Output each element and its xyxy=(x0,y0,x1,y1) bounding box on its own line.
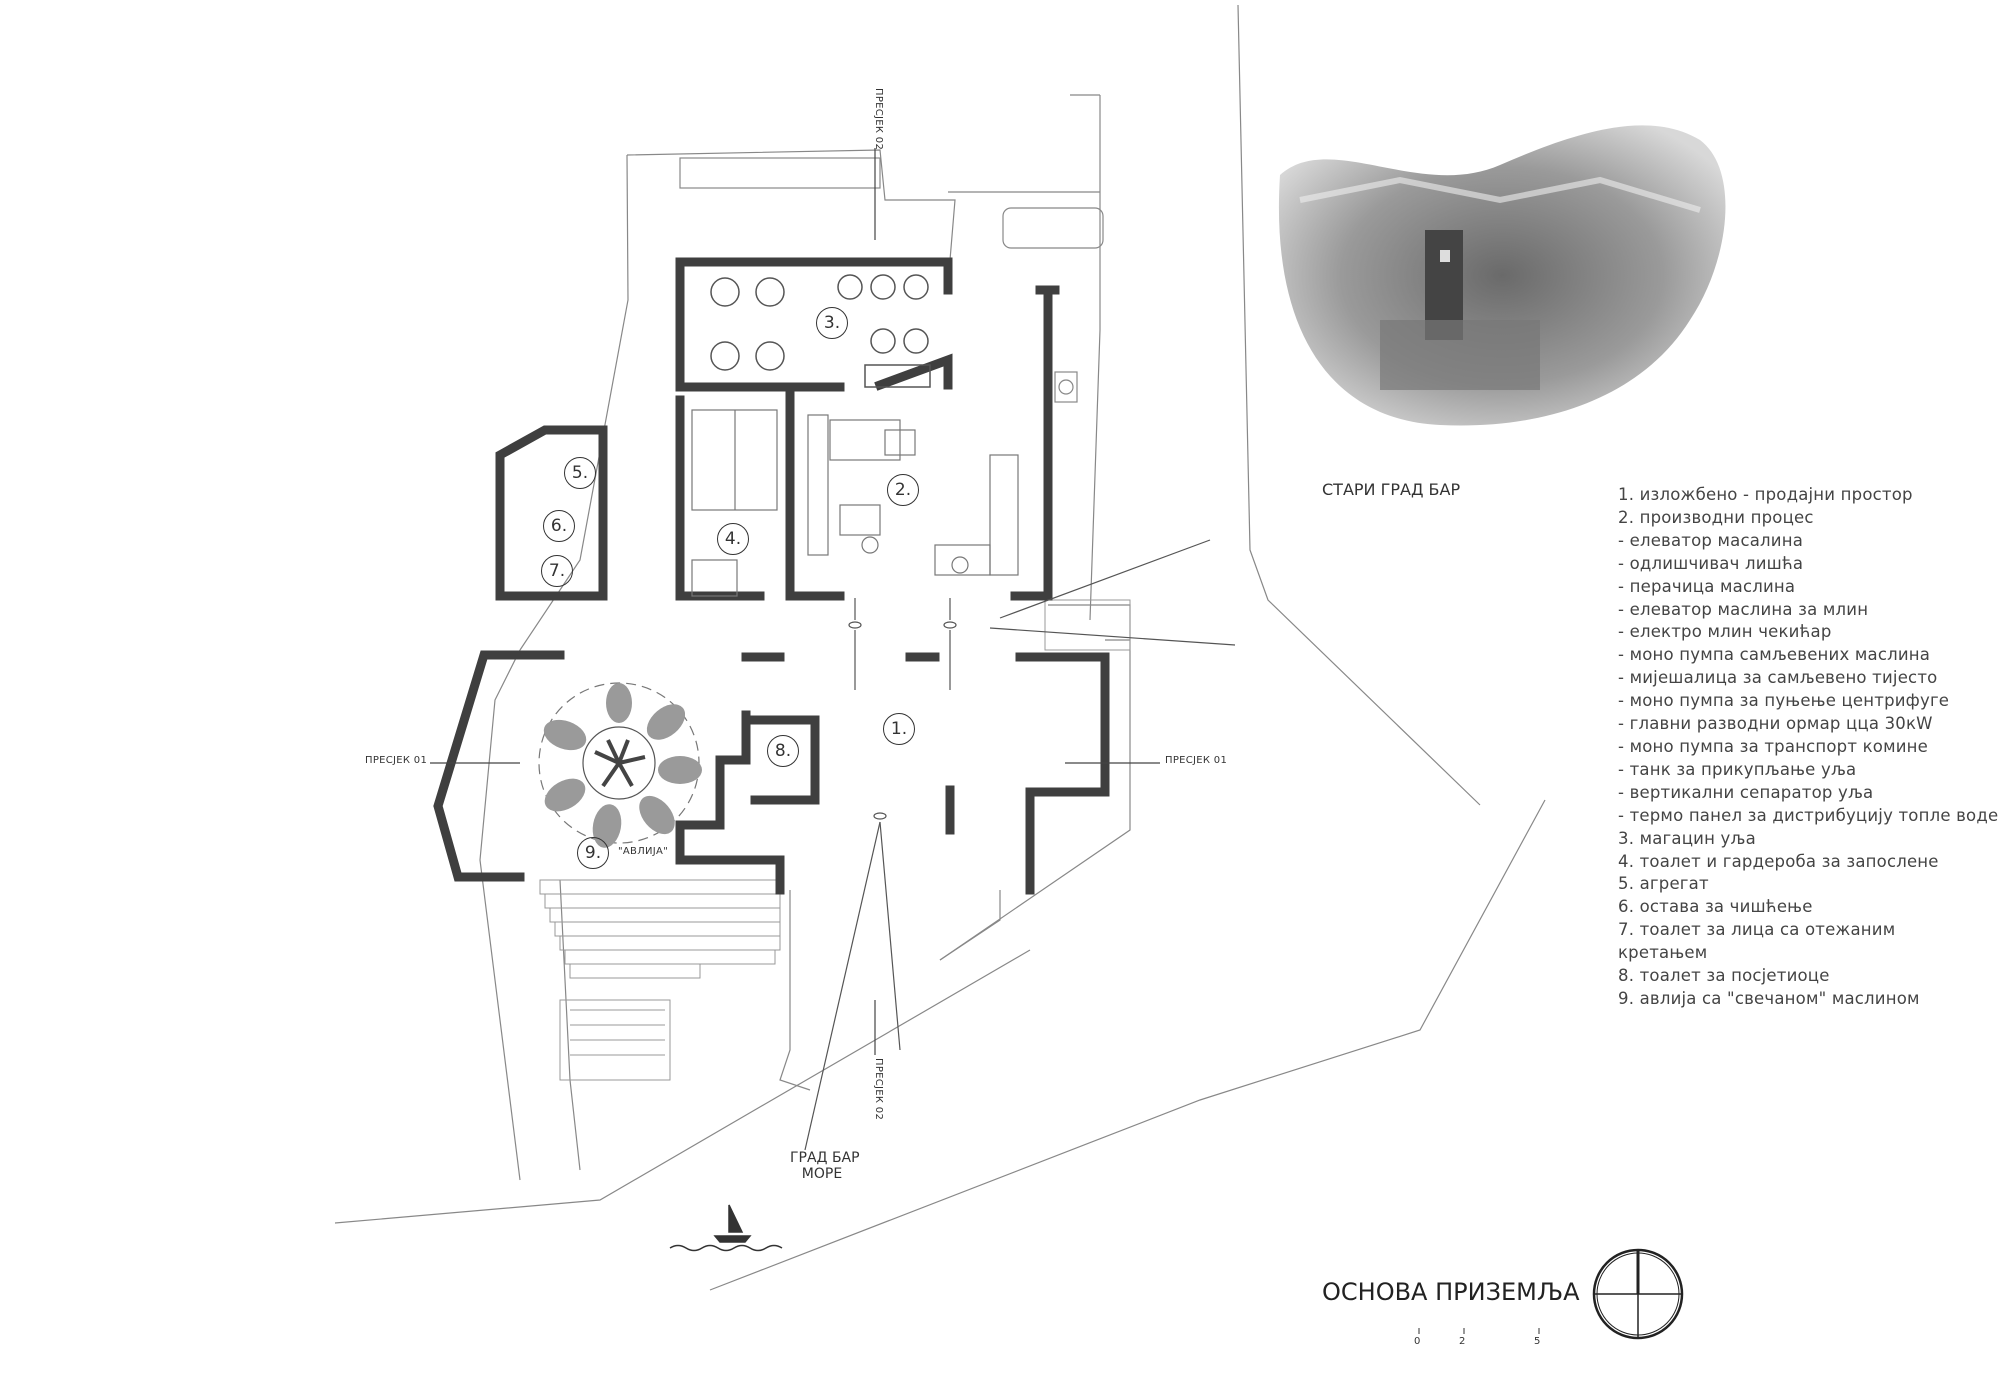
oil-tanks xyxy=(710,274,931,388)
legend-item: - електро млин чекићар xyxy=(1618,622,1832,642)
legend-item: - моно пумпа самљевених маслина xyxy=(1618,645,1931,665)
legend-item: - елеватор масалина xyxy=(1618,530,1804,550)
room-9-marker: 9. xyxy=(577,837,609,869)
courtyard-olive-tree xyxy=(538,682,702,848)
walls xyxy=(433,257,1110,895)
legend-item: - термо панел за дистрибуцију топле воде xyxy=(1618,805,1999,825)
legend-item: - мијешалица за самљевено тијесто xyxy=(1618,668,1938,688)
room-7-marker: 7. xyxy=(541,555,573,587)
page-title: ОСНОВА ПРИЗЕМЉА xyxy=(1322,1278,1580,1306)
production-equipment xyxy=(691,409,1019,597)
legend-item: 8. тоалет за посјетиоце xyxy=(1618,966,1830,986)
section-lines xyxy=(430,148,1160,1055)
legend-item: - перачица маслина xyxy=(1618,576,1796,596)
scale-bar xyxy=(1418,1328,1540,1334)
legend-item: 5. агрегат xyxy=(1618,874,1709,894)
section-02-top-label: ПРЕСЈЕК 02 xyxy=(873,88,884,151)
room-2-marker: 2. xyxy=(887,474,919,506)
direction-label: ГРАД БАР МОРЕ xyxy=(790,1150,860,1182)
section-02-bottom-label: ПРЕСЈЕК 02 xyxy=(873,1058,884,1121)
legend-item: - одлишчивач лишћа xyxy=(1618,553,1804,573)
legend-item: - вертикални сепаратор уља xyxy=(1618,782,1874,802)
photo-caption: СТАРИ ГРАД БАР xyxy=(1322,480,1461,499)
legend-item: 9. авлија са "свечаном" маслином xyxy=(1618,988,1920,1008)
section-01-right-label: ПРЕСЈЕК 01 xyxy=(1165,755,1228,766)
legend-item: 1. изложбено - продајни простор xyxy=(1618,485,1913,504)
legend-item: - танк за прикупљање уља xyxy=(1618,759,1857,779)
legend-item: 4. тоалет и гардероба за запослене xyxy=(1618,851,1939,871)
room-4-marker: 4. xyxy=(717,523,749,555)
room-1-marker: 1. xyxy=(883,713,915,745)
old-town-bar-photo xyxy=(1278,125,1726,426)
section-01-left-label: ПРЕСЈЕК 01 xyxy=(365,755,428,766)
legend-item: кретањем xyxy=(1618,943,1708,963)
view-arrows xyxy=(804,539,1236,1151)
site-lines xyxy=(334,4,1546,1291)
legend-item: - моно пумпа за пуњење центрифуге xyxy=(1618,691,1950,711)
scale-5: 5 xyxy=(1534,1336,1541,1347)
direction-sea: МОРЕ xyxy=(801,1166,843,1182)
room-6-marker: 6. xyxy=(543,510,575,542)
legend: 1. изложбено - продајни простор 2. произв… xyxy=(1618,484,1998,1011)
north-arrow-icon xyxy=(1592,1248,1684,1340)
legend-item: - главни разводни ормар цца 30кW xyxy=(1618,714,1933,734)
scale-0: 0 xyxy=(1414,1336,1421,1347)
room-5-marker: 5. xyxy=(564,457,596,489)
legend-item: 3. магацин уља xyxy=(1618,828,1756,848)
room-8-marker: 8. xyxy=(767,735,799,767)
direction-city: ГРАД БАР xyxy=(790,1150,860,1166)
courtyard-label: "АВЛИЈА" xyxy=(618,846,669,857)
room-3-marker: 3. xyxy=(816,307,848,339)
legend-item: 6. остава за чишћење xyxy=(1618,897,1813,917)
boat-icon xyxy=(669,1204,783,1252)
legend-item: 2. производни процес xyxy=(1618,507,1814,527)
entrance-steps xyxy=(539,599,1131,1081)
legend-item: - елеватор маслина за млин xyxy=(1618,599,1869,619)
legend-item: - моно пумпа за транспорт комине xyxy=(1618,736,1928,756)
scale-2: 2 xyxy=(1459,1336,1466,1347)
legend-item: 7. тоалет за лица са отежаним xyxy=(1618,920,1896,940)
